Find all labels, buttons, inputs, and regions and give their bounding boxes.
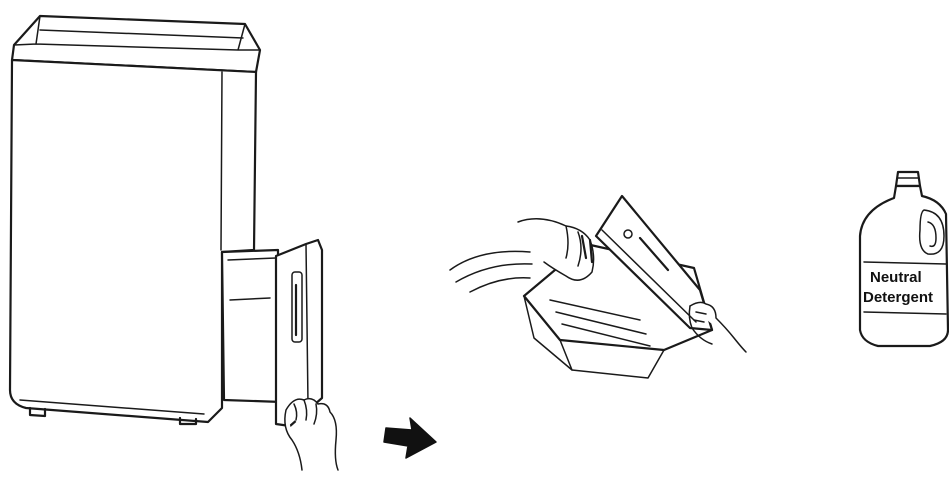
hand-pulling-tank xyxy=(285,399,338,470)
water-tank-cavity xyxy=(222,250,282,402)
pull-direction-arrow xyxy=(384,418,436,458)
bottle-label-line2: Detergent xyxy=(863,289,933,306)
detergent-bottle: Neutral Detergent xyxy=(860,172,948,346)
tank-cleaning-step xyxy=(450,196,746,378)
dehumidifier-body xyxy=(10,60,256,424)
bottle-label-line1: Neutral xyxy=(870,269,922,286)
water-tank xyxy=(276,240,322,426)
water-pouring-lines xyxy=(450,251,532,292)
dehumidifier xyxy=(10,16,338,470)
